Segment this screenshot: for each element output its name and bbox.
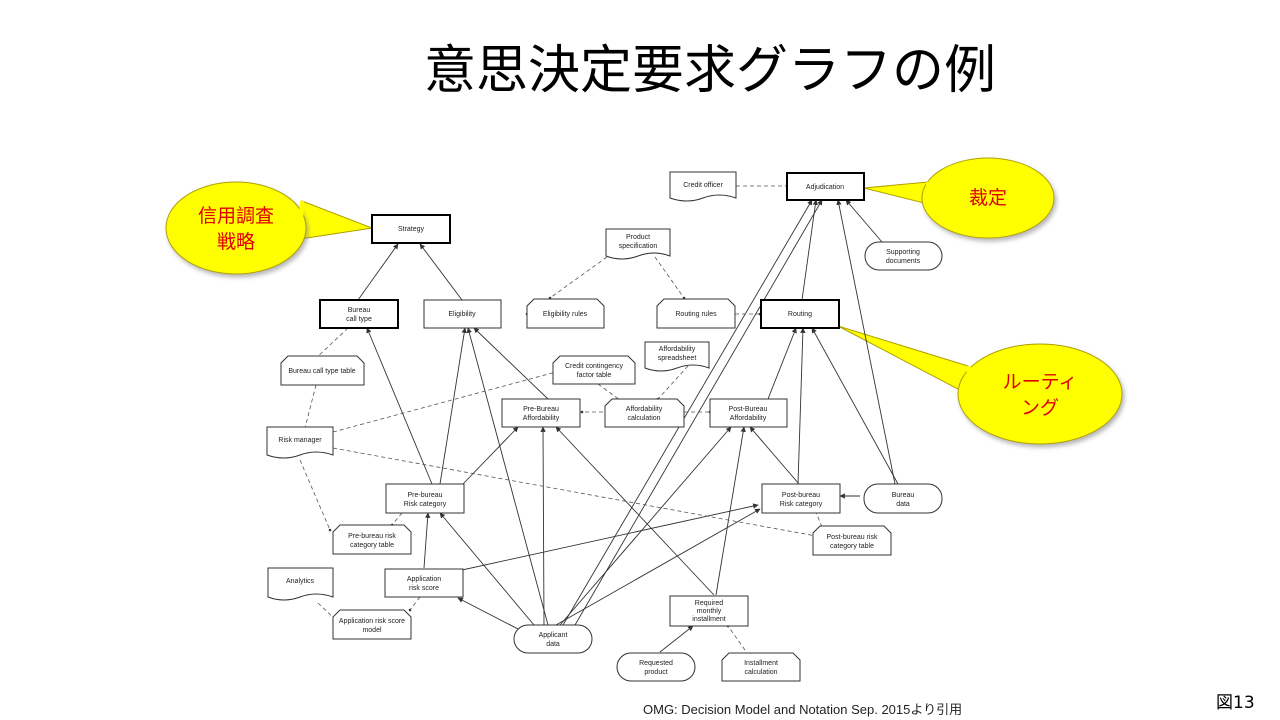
svg-text:call type: call type <box>346 316 372 323</box>
svg-text:Pre-bureau risk: Pre-bureau risk <box>348 533 396 540</box>
svg-text:spreadsheet: spreadsheet <box>658 355 697 362</box>
svg-text:Applicant: Applicant <box>539 632 568 639</box>
bkm-affordability-calculation[interactable]: Affordability calculation <box>604 398 685 428</box>
bkm-application-risk-score-model[interactable]: Application risk score model <box>332 609 412 640</box>
svg-text:Pre-bureau: Pre-bureau <box>407 492 442 499</box>
svg-text:Strategy: Strategy <box>398 226 425 233</box>
input-bureau-data[interactable]: Bureau data <box>863 483 943 514</box>
bkm-routing-rules[interactable]: Routing rules <box>656 298 736 329</box>
svg-text:Post-Bureau: Post-Bureau <box>729 406 768 413</box>
decision-post-bureau-risk-category[interactable]: Post-bureau Risk category <box>761 483 841 514</box>
svg-text:data: data <box>546 641 560 648</box>
svg-text:Affordability: Affordability <box>730 415 767 422</box>
decision-routing[interactable]: Routing <box>760 299 840 329</box>
callout-adjudication: 裁定 <box>863 157 1055 239</box>
svg-text:Eligibility: Eligibility <box>448 311 476 318</box>
bkm-bureau-call-type-table[interactable]: Bureau call type table <box>280 355 365 386</box>
knowledge-source-analytics[interactable]: Analytics <box>267 567 334 601</box>
callout-routing-line1: ルーティ <box>1003 371 1078 393</box>
svg-text:Affordability: Affordability <box>659 346 696 353</box>
svg-text:Supporting: Supporting <box>886 249 920 256</box>
svg-text:Requested: Requested <box>639 660 673 667</box>
citation: OMG: Decision Model and Notation Sep. 20… <box>643 702 963 717</box>
knowledge-source-affordability-spreadsheet[interactable]: Affordability spreadsheet <box>644 341 710 372</box>
svg-text:Credit officer: Credit officer <box>683 182 723 189</box>
svg-text:factor table: factor table <box>577 372 612 379</box>
svg-text:Bureau: Bureau <box>892 492 915 499</box>
bkm-eligibility-rules[interactable]: Eligibility rules <box>526 298 605 329</box>
bkm-credit-contingency-factor-table[interactable]: Credit contingency factor table <box>552 355 636 385</box>
callout-routing: ルーティ ング <box>837 325 1123 445</box>
callout-adjudication-text: 裁定 <box>969 187 1007 209</box>
svg-text:category table: category table <box>350 542 394 549</box>
svg-text:model: model <box>362 627 382 634</box>
svg-text:calculation: calculation <box>744 669 777 676</box>
decision-required-monthly-installment[interactable]: Required monthly installment <box>669 595 749 627</box>
information-requirements <box>357 199 899 653</box>
svg-text:documents: documents <box>886 258 921 265</box>
svg-text:Post-bureau risk: Post-bureau risk <box>827 534 878 541</box>
bkm-installment-calculation[interactable]: Installment calculation <box>721 652 801 682</box>
knowledge-source-product-specification[interactable]: Product specification <box>605 228 671 260</box>
svg-text:Credit contingency: Credit contingency <box>565 363 623 370</box>
callout-strategy-line2: 戦略 <box>217 231 255 253</box>
svg-text:Application: Application <box>407 576 441 583</box>
decision-post-bureau-affordability[interactable]: Post-Bureau Affordability <box>709 398 788 428</box>
svg-text:Required: Required <box>695 600 724 607</box>
callout-strategy: 信用調査 戦略 <box>165 181 374 275</box>
decision-strategy[interactable]: Strategy <box>371 214 451 244</box>
svg-text:Bureau: Bureau <box>348 307 371 314</box>
svg-text:Post-bureau: Post-bureau <box>782 492 820 499</box>
svg-text:Pre-Bureau: Pre-Bureau <box>523 406 559 413</box>
svg-text:Risk category: Risk category <box>404 501 447 508</box>
svg-text:Analytics: Analytics <box>286 578 315 585</box>
decision-pre-bureau-risk-category[interactable]: Pre-bureau Risk category <box>385 483 465 514</box>
svg-text:monthly: monthly <box>697 608 722 615</box>
svg-text:Risk manager: Risk manager <box>278 437 322 444</box>
svg-text:Bureau call type table: Bureau call type table <box>288 368 355 375</box>
input-applicant-data[interactable]: Applicant data <box>513 624 593 654</box>
svg-text:category table: category table <box>830 543 874 550</box>
decision-bureau-call-type[interactable]: Bureau call type <box>319 299 399 329</box>
knowledge-source-credit-officer[interactable]: Credit officer <box>669 171 737 202</box>
decision-adjudication[interactable]: Adjudication <box>786 172 865 201</box>
svg-text:data: data <box>896 501 910 508</box>
svg-text:risk score: risk score <box>409 585 439 592</box>
svg-text:installment: installment <box>692 616 726 623</box>
knowledge-source-risk-manager[interactable]: Risk manager <box>266 426 334 459</box>
bkm-post-bureau-risk-category-table[interactable]: Post-bureau risk category table <box>812 525 892 556</box>
input-requested-product[interactable]: Requested product <box>616 652 696 682</box>
bkm-pre-bureau-risk-category-table[interactable]: Pre-bureau risk category table <box>332 524 412 555</box>
svg-text:Risk category: Risk category <box>780 501 823 508</box>
decision-eligibility[interactable]: Eligibility <box>423 299 502 329</box>
decision-pre-bureau-affordability[interactable]: Pre-Bureau Affordability <box>501 398 581 428</box>
svg-text:Routing rules: Routing rules <box>675 311 717 318</box>
slide-title: 意思決定要求グラフの例 <box>423 41 996 101</box>
input-supporting-documents[interactable]: Supporting documents <box>864 241 943 271</box>
callout-routing-line2: ング <box>1021 397 1059 419</box>
svg-text:calculation: calculation <box>627 415 660 422</box>
svg-text:Affordability: Affordability <box>626 406 663 413</box>
figure-number: 図13 <box>1216 693 1255 713</box>
svg-text:Adjudication: Adjudication <box>806 184 844 191</box>
svg-text:Installment: Installment <box>744 660 778 667</box>
svg-text:Product: Product <box>626 234 650 241</box>
svg-text:Application risk score: Application risk score <box>339 618 405 625</box>
callout-strategy-line1: 信用調査 <box>198 205 274 227</box>
svg-text:Affordability: Affordability <box>523 415 560 422</box>
svg-text:specification: specification <box>619 243 658 250</box>
svg-text:product: product <box>644 669 667 676</box>
svg-text:Eligibility rules: Eligibility rules <box>543 311 588 318</box>
svg-text:Routing: Routing <box>788 311 812 318</box>
decision-application-risk-score[interactable]: Application risk score <box>384 568 464 598</box>
